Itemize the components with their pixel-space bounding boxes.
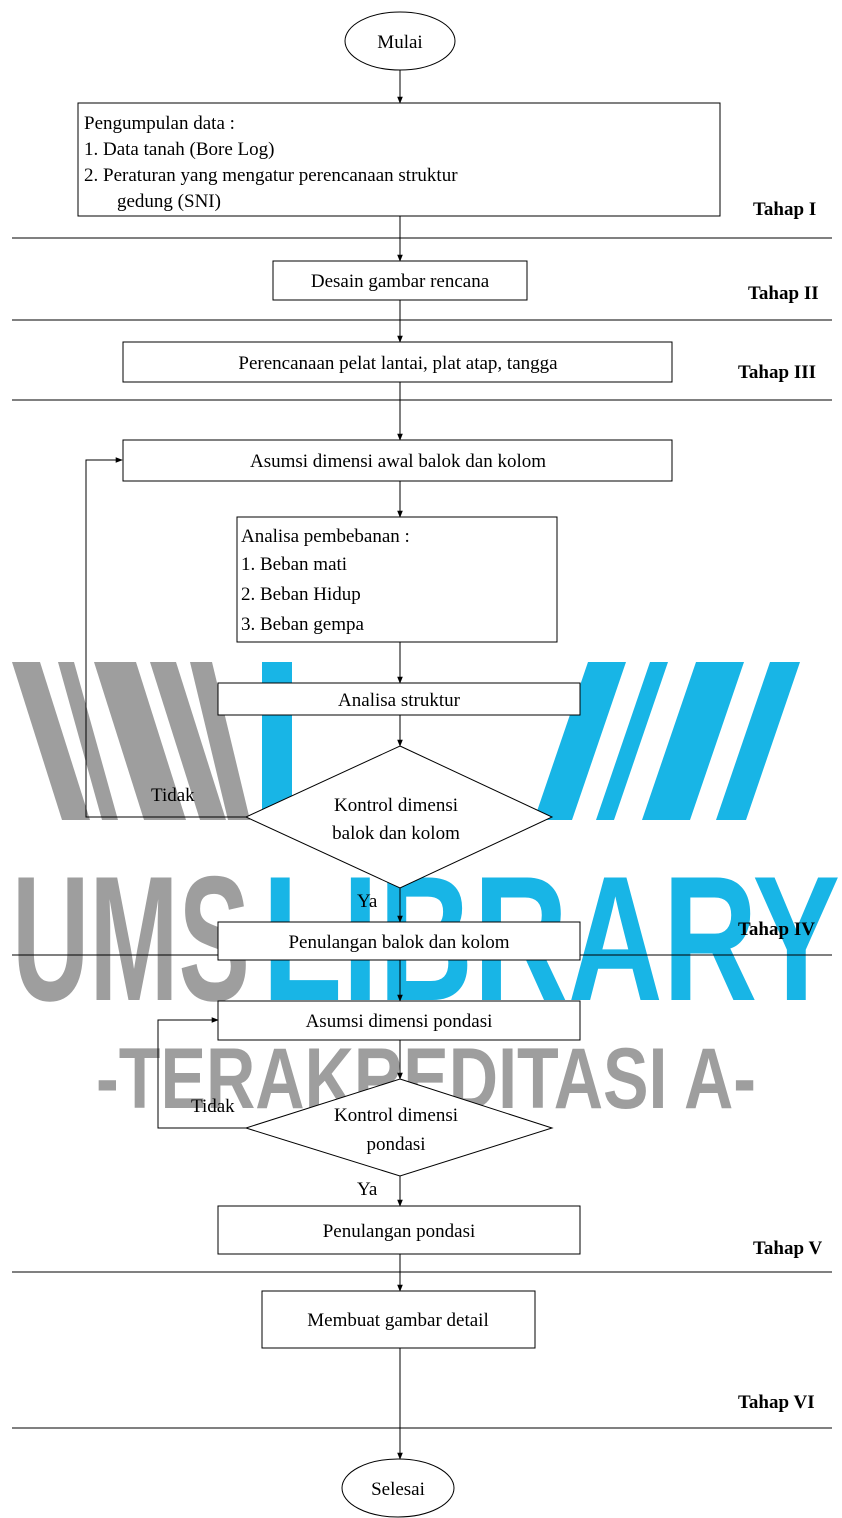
load-analysis-line-3: 2. Beban Hidup bbox=[241, 584, 361, 605]
data-collection-box: Pengumpulan data : 1. Data tanah (Bore L… bbox=[77, 102, 721, 217]
beam-column-check-line-1: Kontrol dimensi bbox=[334, 795, 458, 816]
initial-dimension-box: Asumsi dimensi awal balok dan kolom bbox=[122, 439, 673, 482]
data-collection-line-1: Pengumpulan data : bbox=[84, 113, 235, 134]
structure-analysis-box: Analisa struktur bbox=[217, 682, 581, 716]
edge-label-yes-2: Ya bbox=[357, 1179, 378, 1200]
foundation-dimension-label: Asumsi dimensi pondasi bbox=[306, 1011, 493, 1032]
watermark-gray-stripes bbox=[12, 662, 250, 820]
design-drawing-box: Desain gambar rencana bbox=[272, 260, 528, 301]
edge-check-no-loop bbox=[85, 457, 246, 818]
load-analysis-line-1: Analisa pembebanan : bbox=[241, 526, 410, 547]
load-analysis-line-4: 3. Beban gempa bbox=[241, 614, 365, 635]
structure-analysis-label: Analisa struktur bbox=[338, 690, 461, 711]
load-analysis-line-2: 1. Beban mati bbox=[241, 554, 347, 575]
stage-label-4: Tahap IV bbox=[738, 919, 815, 940]
stage-label-6: Tahap VI bbox=[738, 1392, 815, 1413]
beam-column-check-line-2: balok dan kolom bbox=[332, 823, 460, 844]
data-collection-line-3: 2. Peraturan yang mengatur perencanaan s… bbox=[84, 165, 458, 186]
stage-label-1: Tahap I bbox=[753, 199, 816, 220]
detail-drawing-box: Membuat gambar detail bbox=[261, 1290, 536, 1349]
foundation-check-line-1: Kontrol dimensi bbox=[334, 1105, 458, 1126]
foundation-check-line-2: pondasi bbox=[366, 1134, 425, 1155]
load-analysis-box: Analisa pembebanan : 1. Beban mati 2. Be… bbox=[236, 516, 558, 643]
data-collection-line-2: 1. Data tanah (Bore Log) bbox=[84, 139, 274, 160]
stage-label-5: Tahap V bbox=[753, 1238, 822, 1259]
start-terminal: Mulai bbox=[344, 11, 456, 71]
watermark: UMS LIBRARY -TERAKREDITASI A- bbox=[12, 662, 840, 1127]
edge-label-yes-1: Ya bbox=[357, 891, 378, 912]
foundation-dimension-box: Asumsi dimensi pondasi bbox=[217, 1000, 581, 1041]
foundation-reinforcement-box: Penulangan pondasi bbox=[217, 1205, 581, 1255]
start-label: Mulai bbox=[377, 32, 422, 53]
beam-column-reinforcement-box: Penulangan balok dan kolom bbox=[217, 921, 581, 961]
design-drawing-label: Desain gambar rencana bbox=[311, 271, 490, 292]
stage-label-2: Tahap II bbox=[748, 283, 819, 304]
edge-label-no-2: Tidak bbox=[191, 1096, 235, 1117]
detail-drawing-label: Membuat gambar detail bbox=[307, 1310, 489, 1331]
watermark-left-text: UMS bbox=[12, 839, 250, 1038]
end-terminal: Selesai bbox=[341, 1458, 455, 1518]
slab-planning-label: Perencanaan pelat lantai, plat atap, tan… bbox=[238, 353, 558, 374]
stage-label-3: Tahap III bbox=[738, 362, 816, 383]
connectors bbox=[85, 70, 403, 1460]
beam-column-reinforcement-label: Penulangan balok dan kolom bbox=[288, 932, 509, 953]
edge-label-no-1: Tidak bbox=[151, 785, 195, 806]
data-collection-line-4: gedung (SNI) bbox=[117, 191, 221, 212]
end-label: Selesai bbox=[371, 1479, 425, 1500]
foundation-check-decision: Kontrol dimensi pondasi bbox=[244, 1078, 554, 1177]
foundation-reinforcement-label: Penulangan pondasi bbox=[323, 1221, 476, 1242]
edge-fcheck-no-loop bbox=[157, 1017, 246, 1129]
initial-dimension-label: Asumsi dimensi awal balok dan kolom bbox=[250, 451, 546, 472]
slab-planning-box: Perencanaan pelat lantai, plat atap, tan… bbox=[122, 341, 673, 383]
beam-column-check-decision: Kontrol dimensi balok dan kolom bbox=[244, 745, 554, 889]
